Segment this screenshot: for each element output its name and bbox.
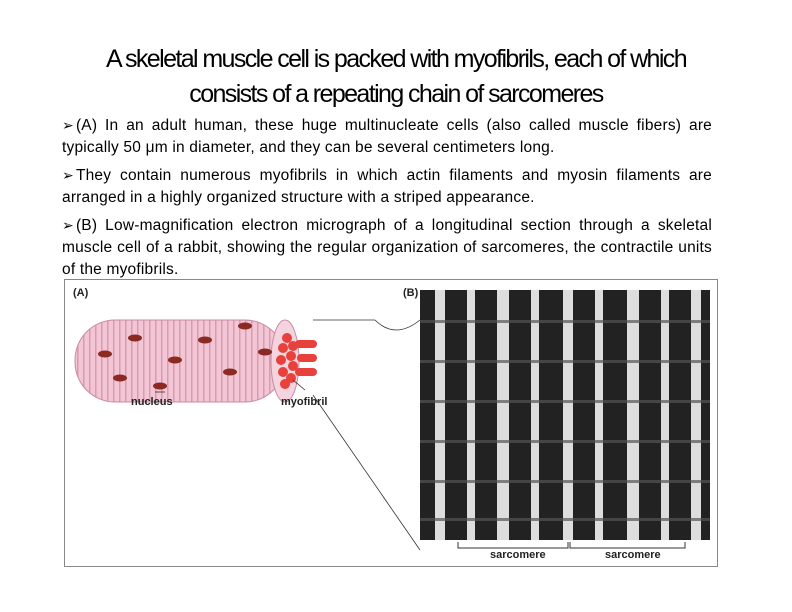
sarcomere-label: sarcomere — [605, 549, 661, 561]
bullet-text: (A) In an adult human, these huge multin… — [62, 117, 712, 156]
slide-title: A skeletal muscle cell is packed with my… — [0, 42, 792, 112]
title-line-1: A skeletal muscle cell is packed with my… — [105, 45, 688, 73]
bullet-item: ➢(B) Low-magnification electron microgra… — [62, 214, 712, 281]
callout-lines — [155, 319, 421, 551]
figure-illustration — [74, 290, 710, 551]
arrow-bullet-icon: ➢ — [62, 167, 74, 183]
arrow-bullet-icon: ➢ — [62, 217, 74, 233]
sarcomere-brackets — [457, 542, 686, 549]
sarcomere-label: sarcomere — [490, 549, 546, 561]
electron-micrograph — [420, 290, 710, 540]
nucleus-label: nucleus — [131, 396, 173, 408]
bullet-list: ➢(A) In an adult human, these huge multi… — [62, 114, 712, 286]
arrow-bullet-icon: ➢ — [62, 117, 74, 133]
title-line-2: consists of a repeating chain of sarcome… — [189, 80, 604, 108]
panel-b-label: (B) — [403, 287, 419, 299]
bullet-text: They contain numerous myofibrils in whic… — [62, 167, 712, 206]
muscle-fiber — [74, 319, 300, 403]
bullet-item: ➢They contain numerous myofibrils in whi… — [62, 164, 712, 209]
myofibril-label: myofibril — [281, 396, 328, 408]
panel-a-label: (A) — [73, 287, 89, 299]
myofibril-bundle — [276, 333, 317, 389]
nuclei — [98, 322, 272, 390]
muscle-figure: (A) (B) nucleus myofibril sarcomere sarc… — [64, 279, 718, 567]
bullet-item: ➢(A) In an adult human, these huge multi… — [62, 114, 712, 159]
bullet-text: (B) Low-magnification electron micrograp… — [62, 217, 712, 278]
